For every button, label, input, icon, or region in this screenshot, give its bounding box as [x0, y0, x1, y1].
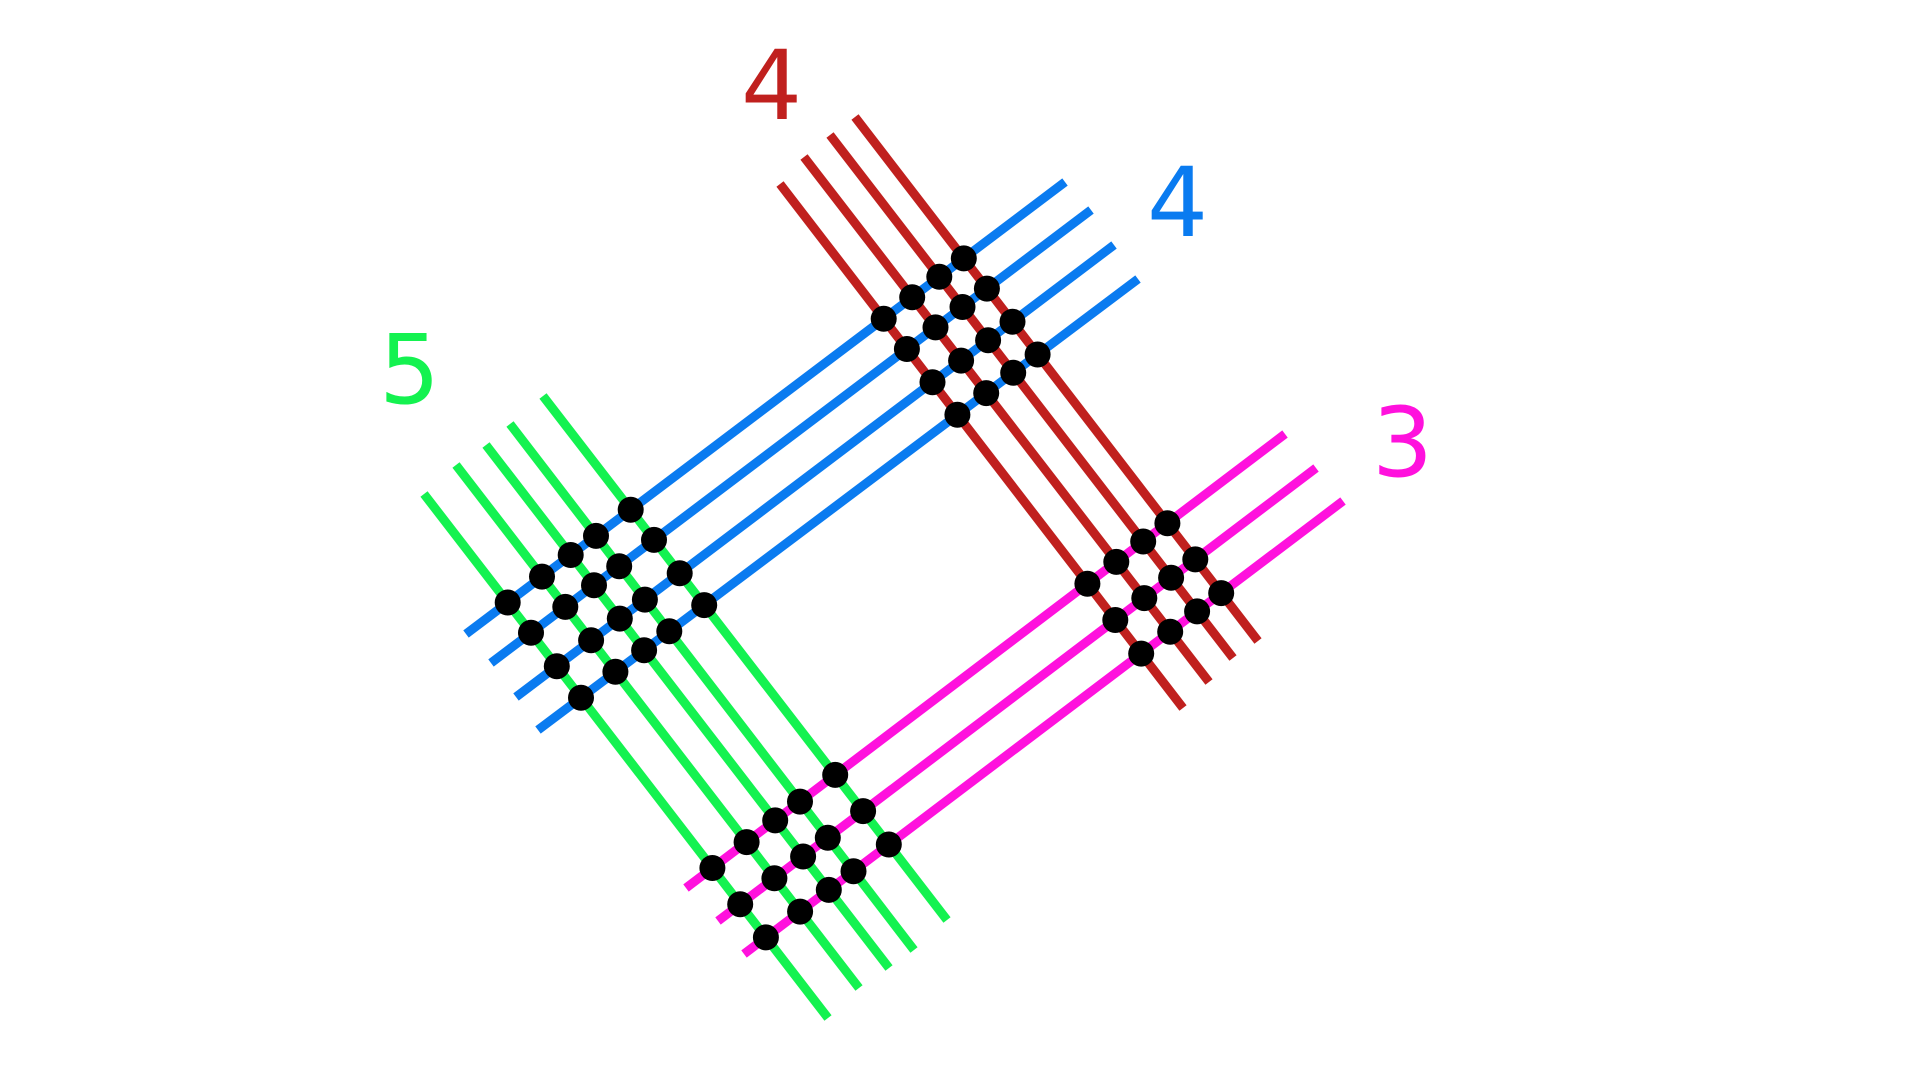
magenta-line-1 — [683, 430, 1288, 892]
intersection-dot — [552, 593, 579, 620]
intersection-dot — [606, 605, 633, 632]
intersection-dot — [666, 560, 693, 587]
intersection-dot — [602, 658, 629, 685]
intersection-dot — [494, 589, 521, 616]
intersection-dot — [870, 305, 897, 332]
intersection-dot — [568, 684, 594, 711]
intersection-dot — [583, 522, 609, 549]
intersection-dot — [1184, 598, 1211, 625]
intersection-dot — [973, 275, 1000, 302]
intersection-dot — [1208, 580, 1235, 607]
intersection-dot — [919, 369, 946, 396]
magenta-count-label: 3 — [1372, 387, 1433, 499]
intersection-dot — [1182, 546, 1209, 573]
intersection-dot — [691, 592, 718, 619]
intersection-dot — [1024, 341, 1051, 368]
intersection-dot — [875, 831, 902, 858]
intersection-dot — [926, 263, 953, 290]
intersection-dot — [1157, 618, 1184, 645]
red-count-label: 4 — [741, 30, 802, 142]
intersection-dot — [787, 788, 813, 815]
intersection-dot — [518, 619, 544, 646]
intersection-dot — [1103, 548, 1130, 575]
intersection-dot — [557, 542, 584, 568]
intersection-dot — [631, 586, 658, 613]
intersection-dot — [822, 761, 849, 788]
green-line-group — [420, 393, 951, 1021]
intersection-dot — [1000, 359, 1027, 386]
intersection-dot — [733, 829, 760, 856]
intersection-dot — [949, 294, 976, 320]
green-count-label: 5 — [379, 314, 440, 426]
intersection-dot — [815, 876, 842, 903]
intersection-dot — [850, 798, 877, 825]
intersection-dot — [950, 245, 977, 272]
intersection-dot — [922, 314, 949, 341]
intersection-dot — [581, 572, 607, 599]
intersection-dot — [656, 618, 683, 645]
intersection-dot — [1131, 585, 1158, 612]
intersection-dot — [1130, 528, 1157, 555]
intersection-dot — [899, 284, 926, 311]
intersection-dot — [814, 824, 841, 851]
intersection-dot — [948, 347, 975, 374]
intersection-dot — [975, 327, 1002, 354]
intersection-dot — [752, 924, 779, 951]
intersection-dot — [543, 653, 570, 680]
intersection-dot — [893, 336, 920, 362]
blue-count-label: 4 — [1147, 147, 1208, 259]
intersection-dot — [999, 308, 1026, 335]
intersection-dot — [631, 637, 658, 664]
intersection-dot — [1158, 564, 1185, 591]
intersection-dot — [1102, 607, 1129, 633]
intersection-dot — [606, 553, 633, 580]
intersection-dot — [1128, 640, 1155, 667]
blue-line-2 — [488, 206, 1094, 667]
intersection-dot — [973, 380, 1000, 407]
intersection-dot — [944, 401, 971, 428]
intersection-dot — [641, 526, 667, 553]
green-line-5 — [539, 393, 951, 923]
intersection-dot — [529, 563, 555, 590]
intersection-dot — [761, 865, 788, 892]
intersection-dot — [617, 496, 644, 523]
intersection-dot — [840, 858, 867, 885]
intersection-dot — [578, 627, 605, 654]
intersection-dot — [1074, 570, 1101, 597]
green-line-2 — [452, 462, 863, 991]
intersection-dot — [790, 843, 817, 870]
intersection-dots — [494, 245, 1235, 951]
intersection-dot — [1154, 510, 1181, 537]
intersection-dot — [699, 855, 726, 881]
intersection-dot — [787, 898, 814, 925]
intersection-dot — [762, 807, 789, 834]
intersection-dot — [727, 891, 754, 918]
